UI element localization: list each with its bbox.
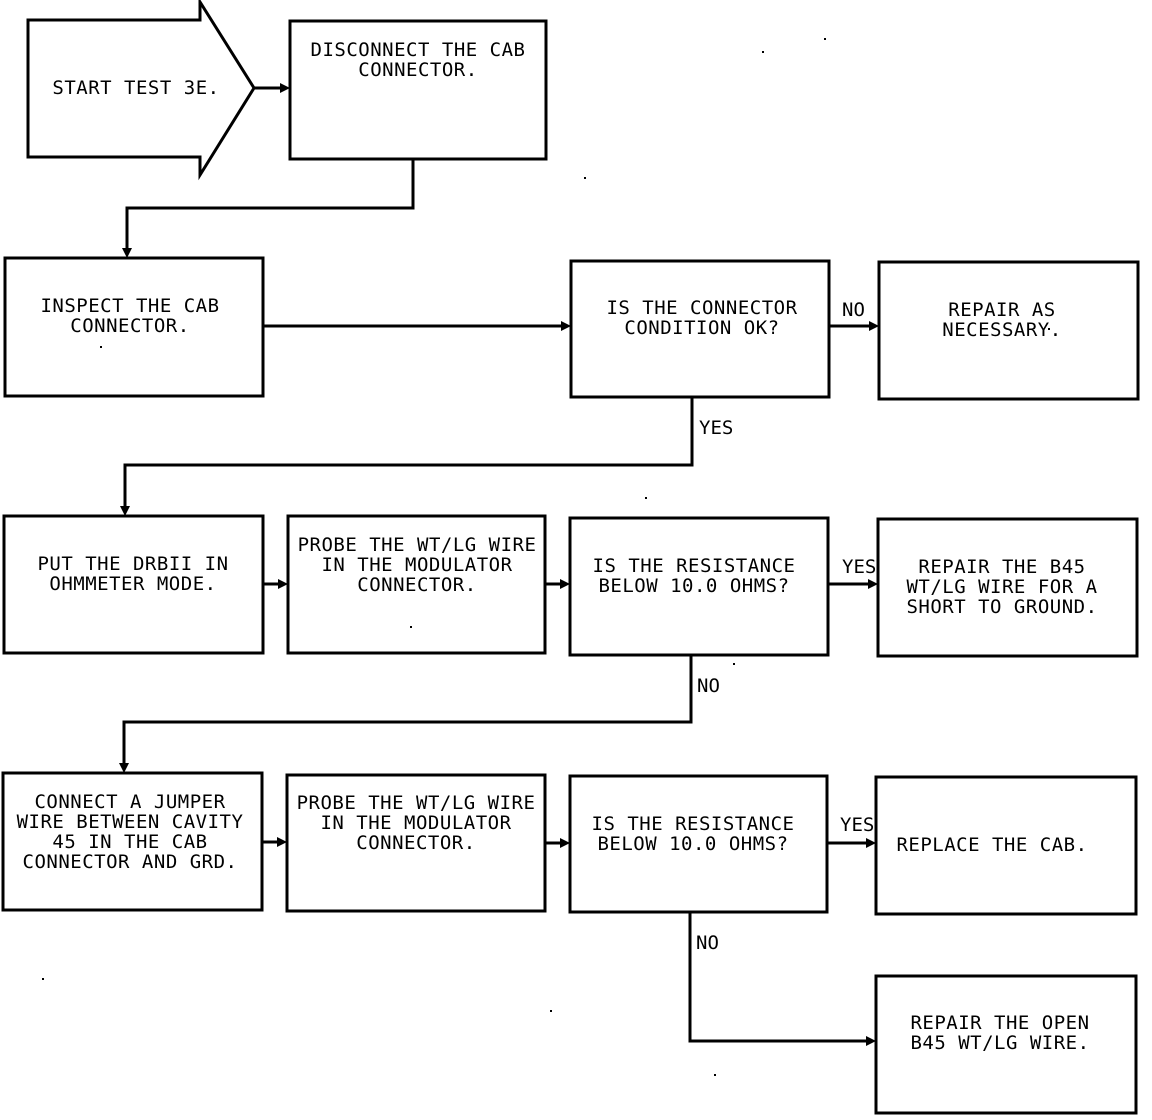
node-text-line: CONNECTOR. [357,574,476,596]
node-text-line: CONNECTOR. [356,832,475,854]
arrowhead [868,579,878,589]
connector-condition-yes [123,397,694,508]
arrowhead [280,83,290,93]
node-text-line: PROBE THE WT/LG WIRE [298,534,537,556]
edge-label-condition-yes: YES [699,417,733,439]
node-text-line: REPAIR THE OPEN [910,1012,1089,1034]
edge-label-resistance-2-yes: YES [840,814,874,836]
arrowhead [278,579,288,589]
start-shape [26,0,256,181]
node-text-line: REPLACE THE CAB. [896,834,1087,856]
disconnect-connector-box [288,19,548,161]
arrowhead [866,838,876,848]
repair-as-necessary-box [877,260,1140,401]
node-text-line: IS THE RESISTANCE [593,555,796,577]
node-text-line: NECESSARY. [942,319,1061,341]
repair-short-box [876,517,1139,658]
node-text-line: BELOW 10.0 OHMS? [597,833,788,855]
node-text-line: WIRE BETWEEN CAVITY [17,811,244,833]
probe-wire-box-1 [286,514,547,655]
node-text-line: IS THE RESISTANCE [592,813,795,835]
connector-resistance-2-no [688,912,868,1043]
arrowhead [119,763,129,773]
arrowhead [869,321,879,331]
node-text-line: B45 WT/LG WIRE. [910,1032,1089,1054]
replace-cab-text: REPLACE THE CAB. [896,834,1087,856]
arrowhead [561,321,571,331]
node-text-line: CONDITION OK? [624,317,779,339]
connector-resistance-1-no [122,655,693,765]
node-text-line: DISCONNECT THE CAB [311,39,526,61]
node-text-line: IN THE MODULATOR [321,554,512,576]
arrowhead [122,248,132,258]
scan-specks [42,38,1050,1076]
node-text-line: INSPECT THE CAB [40,295,219,317]
arrowhead [277,837,287,847]
start-label: START TEST 3E. [52,77,219,99]
node-text-line: REPAIR THE B45 [918,556,1085,578]
node-text-line: PUT THE DRBII IN [37,553,228,575]
node-text-line: CONNECTOR AND GRD. [23,851,238,873]
node-text-line: CONNECTOR. [358,59,477,81]
repair-open-box [874,974,1138,1115]
node-text-line: IN THE MODULATOR [320,812,511,834]
edge-label-resistance-1-no: NO [697,675,720,697]
arrowhead [120,506,130,516]
node-text-line: SHORT TO GROUND. [906,596,1097,618]
resistance-decision-box-2 [568,774,829,914]
node-text-line: IS THE CONNECTOR [606,297,797,319]
probe-wire-box-2 [285,773,547,913]
arrowhead [560,579,570,589]
edge-label-resistance-2-no: NO [696,932,719,954]
ohmmeter-mode-box [2,514,265,655]
connector-condition-decision-box [569,259,831,399]
node-text-line: BELOW 10.0 OHMS? [598,575,789,597]
node-text-line: 45 IN THE CAB [52,831,207,853]
arrowhead [560,838,570,848]
node-text-line: CONNECTOR. [70,315,189,337]
connector-disconnect-to-inspect [125,159,415,250]
node-text-line: OHMMETER MODE. [49,573,216,595]
edge-label-condition-no: NO [842,299,865,321]
replace-cab-box [874,775,1138,916]
node-text-line: WT/LG WIRE FOR A [906,576,1097,598]
edge-label-resistance-1-yes: YES [842,556,876,578]
node-text-line: PROBE THE WT/LG WIRE [297,792,536,814]
node-text-line: START TEST 3E. [52,77,219,99]
node-text-line: REPAIR AS [948,299,1055,321]
connect-jumper-box [1,771,264,912]
node-text-line: CONNECT A JUMPER [34,791,225,813]
resistance-decision-box-1 [568,516,830,657]
arrowhead [866,1036,876,1046]
